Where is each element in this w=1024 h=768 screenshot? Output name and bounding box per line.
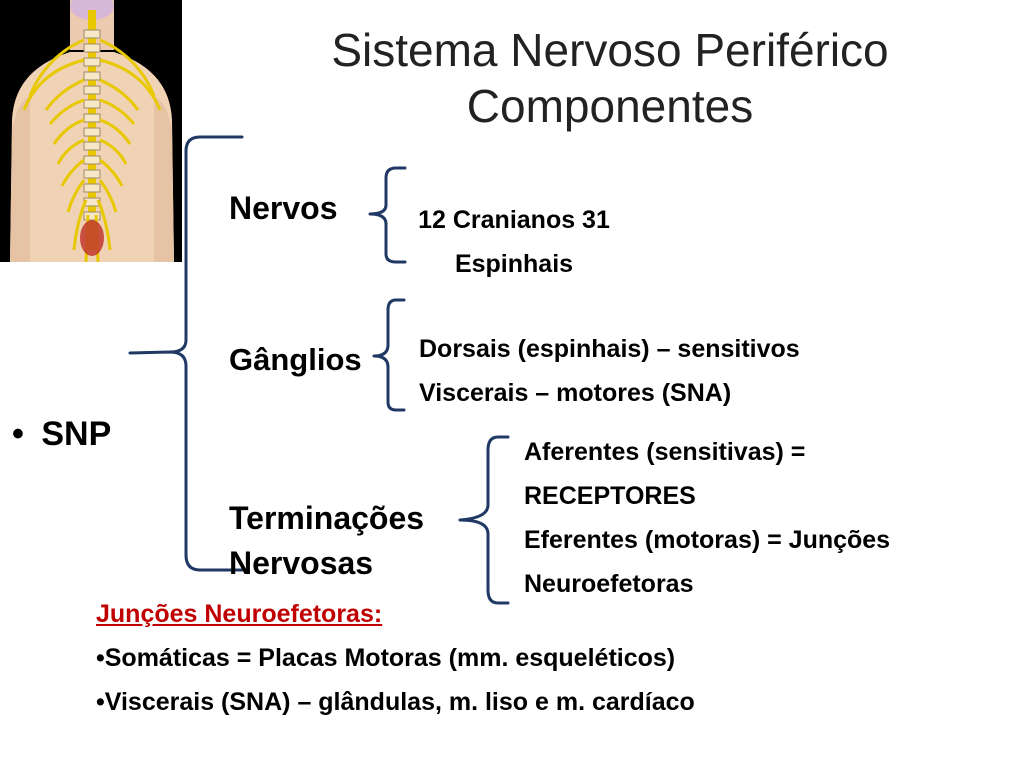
ganglios-details-line-1: Dorsais (espinhais) – sensitivos [419,335,800,363]
terminacoes-label: Terminações Nervosas [229,496,424,586]
ganglios-bracket [372,298,406,412]
nervos-label: Nervos [229,190,338,226]
nervos-details-line-1: 12 Cranianos 31 [418,206,610,234]
ganglios-label: Gânglios [229,342,362,377]
ganglios-details: Dorsais (espinhais) – sensitivos Viscera… [419,327,800,415]
ganglios-details-line-2: Viscerais – motores (SNA) [419,379,732,407]
terminacoes-details-line-3: Eferentes (motoras) = Junções [524,526,891,554]
juncoes-item-somaticas: •Somáticas = Placas Motoras (mm. esquelé… [96,644,676,672]
terminacoes-label-line-2: Nervosas [229,545,374,581]
terminacoes-label-line-1: Terminações [229,500,425,536]
terminacoes-details: Aferentes (sensitivas) = RECEPTORES Efer… [524,430,890,606]
snp-bullet: • SNP [12,416,111,452]
title-line-2: Componentes [466,80,754,132]
juncoes-heading: Junções Neuroefetoras: [96,600,383,628]
juncoes-section: Junções Neuroefetoras: •Somáticas = Plac… [96,592,695,724]
terminacoes-details-line-1: Aferentes (sensitivas) = [524,438,806,466]
bullet-marker: • [12,415,24,453]
terminacoes-details-line-2: RECEPTORES [524,482,696,510]
nervos-bracket [368,166,407,264]
title-line-1: Sistema Nervoso Periférico [331,24,889,76]
nervos-details: 12 Cranianos 31 Espinhais [391,198,637,286]
main-bracket [128,135,244,572]
juncoes-item-viscerais: •Viscerais (SNA) – glândulas, m. liso e … [96,688,695,716]
snp-label: SNP [41,415,112,453]
terminacoes-details-line-4: Neuroefetoras [524,570,694,598]
slide-title: Sistema Nervoso Periférico Componentes [250,22,970,134]
nervos-details-line-2: Espinhais [454,250,574,278]
spine-figure-drawing [0,0,182,262]
terminacoes-bracket [458,435,510,605]
spinal-nerves-illustration [0,0,182,262]
